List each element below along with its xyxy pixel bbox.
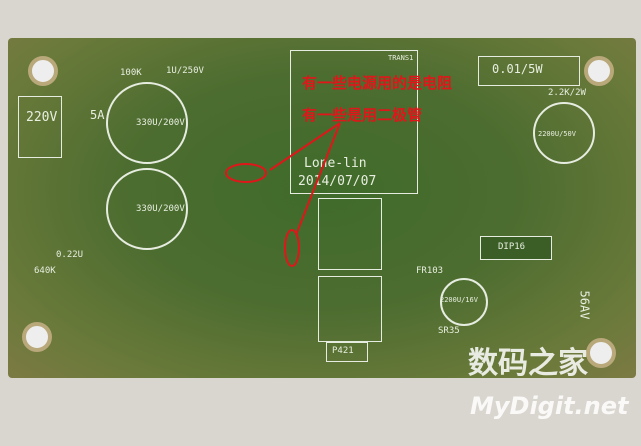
label: 0.22U	[56, 250, 84, 260]
transformer-outline	[290, 50, 418, 194]
mount-hole	[22, 322, 52, 352]
label: Lone-lin	[304, 156, 367, 171]
annotation-text: 有一些是用二极管	[302, 106, 423, 124]
label: 1U/250V	[166, 66, 204, 76]
capacitor-outline	[533, 102, 595, 164]
label: 2.2K/2W	[548, 88, 586, 98]
capacitor-outline	[106, 82, 188, 164]
label: P421	[332, 346, 354, 356]
mount-hole	[28, 56, 58, 86]
label: 640K	[34, 266, 56, 276]
watermark: MyDigit.net	[470, 392, 629, 420]
annotation-text: 有一些电源用的是电阻	[302, 74, 453, 92]
label: 330U/200V	[136, 118, 185, 128]
connector-outline	[326, 342, 368, 362]
label: TRANS1	[388, 54, 414, 62]
ic-outline	[480, 236, 552, 260]
label: 2200U/16V	[440, 296, 478, 304]
ic-outline	[318, 198, 382, 270]
label: DIP16	[498, 242, 526, 252]
label: 330U/200V	[136, 204, 185, 214]
pcb-board: 220V 5A 100K 1U/250V 330U/200V 330U/200V…	[8, 38, 636, 378]
mount-hole	[584, 56, 614, 86]
ic-outline	[318, 276, 382, 342]
capacitor-outline	[440, 278, 488, 326]
label: 5A	[90, 108, 105, 122]
label: 220V	[26, 110, 58, 125]
watermark: 数码之家	[468, 346, 588, 381]
label: SR35	[438, 326, 460, 336]
label: 2200U/50V	[538, 130, 576, 138]
label: 100K	[120, 68, 142, 78]
label: 0.01/5W	[492, 62, 543, 76]
mount-hole	[586, 338, 616, 368]
label: FR103	[416, 266, 444, 276]
resistor-outline	[478, 56, 580, 86]
input-connector	[18, 96, 62, 158]
capacitor-outline	[106, 168, 188, 250]
